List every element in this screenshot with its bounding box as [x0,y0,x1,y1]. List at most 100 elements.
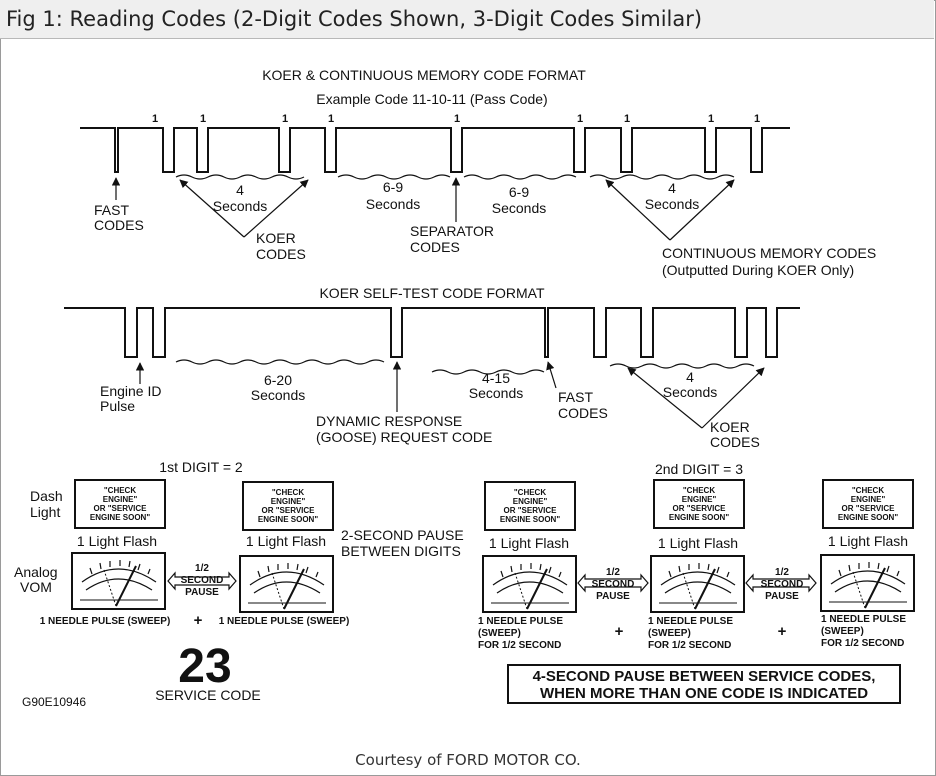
analog-vom-label: Analog [14,564,58,580]
two-second-pause-label: BETWEEN DIGITS [341,543,461,559]
four-second-pause-text: 4-SECOND PAUSE BETWEEN SERVICE CODES, [533,668,876,685]
lamp-text: OR "SERVICE [673,504,727,513]
format1-koer-arrow-left [179,179,245,238]
format1-fast-codes-label: CODES [94,217,144,233]
format2-koer-arrow-left [627,367,703,429]
format1-continuous-memory-label: (Outputted During KOER Only) [662,262,854,278]
needle-pulse-half-label: (SWEEP) [821,626,864,637]
format2-gap-4-label: Seconds [663,384,717,400]
format2-koer-codes-label: CODES [710,434,760,450]
needle-pulse-label: 1 NEEDLE PULSE (SWEEP) [40,616,171,627]
needle-pulse-half-label: 1 NEEDLE PULSE [478,616,563,627]
needle-pulse-half-label: (SWEEP) [478,628,521,639]
dash-lamp-panel-2: "CHECK ENGINE" OR "SERVICE ENGINE SOON" [242,481,334,531]
format1-continuous-memory-label: CONTINUOUS MEMORY CODES [662,245,876,261]
figure-title: Fig 1: Reading Codes (2-Digit Codes Show… [6,7,703,31]
analog-meter-4 [650,555,745,613]
format1-pulse-number: 1 [708,113,714,125]
lamp-text: ENGINE SOON" [258,515,318,524]
plus-sign: + [778,623,787,640]
format2-gap-620-label: 6-20 [264,372,292,388]
double-arrow-icon [745,573,817,593]
lamp-text: OR "SERVICE [842,504,896,513]
format1-gap-4-right-wave [589,174,735,180]
light-flash-label: 1 Light Flash [246,533,326,549]
format2-gap-4-wave [609,363,755,369]
dash-lamp-panel-4: "CHECK ENGINE" OR "SERVICE ENGINE SOON" [653,479,745,529]
lamp-text: OR "SERVICE [504,506,558,515]
format1-gap-69-left-wave [337,174,451,180]
two-second-pause-label: 2-SECOND PAUSE [341,527,464,543]
double-arrow-icon [577,573,649,593]
dash-lamp-panel-5: "CHECK ENGINE" OR "SERVICE ENGINE SOON" [822,479,914,529]
half-second-pause-2: 1/2 SECOND PAUSE [577,567,649,602]
half-second-pause-text: PAUSE [765,591,799,602]
format1-gap-69-right-wave [463,174,577,180]
format2-gap-4-label: 4 [686,369,694,385]
lamp-text: "CHECK [104,486,136,495]
format2-koer-codes-label: KOER [710,419,750,435]
lamp-text: OR "SERVICE [94,504,148,513]
half-second-pause-text: 1/2 [775,567,789,578]
format1-gap-4-left-label: Seconds [213,198,267,214]
first-digit-label: 1st DIGIT = 2 [159,459,243,475]
format1-fast-codes-label: FAST [94,202,129,218]
lamp-text: OR "SERVICE [262,506,316,515]
half-second-pause-3: 1/2 SECOND PAUSE [745,567,817,602]
lamp-text: ENGINE" [851,495,886,504]
format2-dynamic-label: (GOOSE) REQUEST CODE [316,429,492,445]
lamp-text: ENGINE" [513,497,548,506]
lamp-text: "CHECK [852,486,884,495]
lamp-text: ENGINE SOON" [90,513,150,522]
analog-meter-2 [239,555,334,613]
figure-id: G90E10946 [22,695,86,709]
format2-koer-arrow-right [701,367,765,429]
format2-engine-id-label: Engine ID [100,383,161,399]
format2-fast-codes-label: FAST [558,389,593,405]
format1-pulse-number: 1 [200,113,206,125]
half-second-pause-1: 1/2 SECOND PAUSE [167,563,237,598]
format2-gap-620-wave [175,359,385,365]
format2-engine-id-label: Pulse [100,398,135,414]
lamp-text: ENGINE SOON" [500,515,560,524]
courtesy-caption: Courtesy of FORD MOTOR CO. [355,751,581,769]
format1-gap-4-right-label: Seconds [645,196,699,212]
format1-subtitle: Example Code 11-10-11 (Pass Code) [316,91,547,107]
format1-pulse-number: 1 [282,113,288,125]
four-second-pause-text: WHEN MORE THAN ONE CODE IS INDICATED [540,685,868,702]
analog-meter-1 [71,552,166,610]
needle-pulse-half-label: FOR 1/2 SECOND [648,640,731,651]
analog-vom-label: VOM [20,579,52,595]
half-second-pause-text: SECOND [181,575,224,586]
dash-lamp-panel-3: "CHECK ENGINE" OR "SERVICE ENGINE SOON" [484,481,576,531]
format1-waveform [80,127,790,173]
needle-pulse-half-label: 1 NEEDLE PULSE [648,616,733,627]
needle-pulse-half-label: 1 NEEDLE PULSE [821,614,906,625]
lamp-text: ENGINE" [682,495,717,504]
format1-koer-codes-label: CODES [256,246,306,262]
format2-gap-415-label: 4-15 [482,370,510,386]
double-arrow-icon [167,571,237,591]
light-flash-label: 1 Light Flash [828,533,908,549]
lamp-text: ENGINE" [271,497,306,506]
format1-pulse-number: 1 [754,113,760,125]
lamp-text: "CHECK [514,488,546,497]
format1-gap-69-right-label: 6-9 [509,184,529,200]
lamp-text: "CHECK [272,488,304,497]
half-second-pause-text: SECOND [761,579,804,590]
format1-separator-label: SEPARATOR [410,223,494,239]
format2-fast-codes-label: CODES [558,405,608,421]
format2-gap-620-label: Seconds [251,387,305,403]
needle-pulse-label: 1 NEEDLE PULSE (SWEEP) [219,616,350,627]
format1-pulse-number: 1 [152,113,158,125]
format1-gap-4-right-label: 4 [668,180,676,196]
format1-gap-69-left-label: Seconds [366,196,420,212]
light-flash-label: 1 Light Flash [489,535,569,551]
needle-pulse-half-label: (SWEEP) [648,628,691,639]
format1-koer-arrow-right [243,179,309,238]
format2-waveform [64,307,800,358]
format1-gap-4-left-wave [175,174,305,180]
analog-meter-3 [482,555,577,613]
dash-light-label: Light [30,504,60,520]
format1-cm-arrow-left [605,179,671,241]
